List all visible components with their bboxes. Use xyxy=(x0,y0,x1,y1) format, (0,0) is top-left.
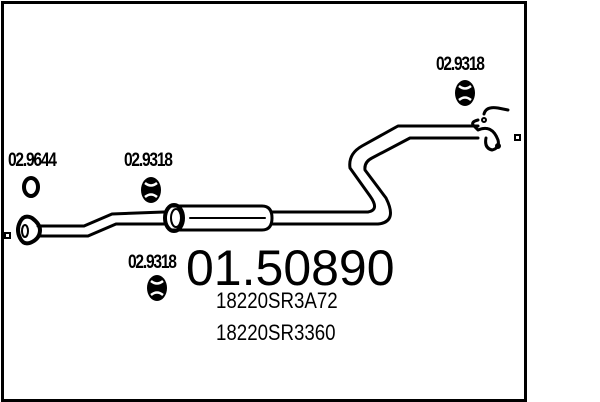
middle-silencer-icon xyxy=(163,203,274,233)
mount-point-icon xyxy=(4,232,11,239)
front-flange-icon xyxy=(16,214,42,246)
rubber-hanger-icon xyxy=(141,177,161,203)
mount-point-icon xyxy=(514,134,521,141)
gasket-ring-icon xyxy=(22,176,40,198)
accessory-code-gasket: 02.9644 xyxy=(8,150,57,171)
accessory-code-hanger-rear: 02.9318 xyxy=(436,54,485,75)
rubber-hanger-icon xyxy=(455,80,475,106)
accessory-code-hanger-front-lower: 02.9318 xyxy=(128,252,177,273)
rubber-hanger-icon xyxy=(147,275,167,301)
oe-number-1: 18220SR3A72 xyxy=(216,288,338,313)
rear-flange-icon xyxy=(471,106,510,152)
accessory-code-hanger-front-upper: 02.9318 xyxy=(124,150,173,171)
main-part-number: 01.50890 xyxy=(186,240,395,296)
oe-number-2: 18220SR3360 xyxy=(216,320,336,345)
